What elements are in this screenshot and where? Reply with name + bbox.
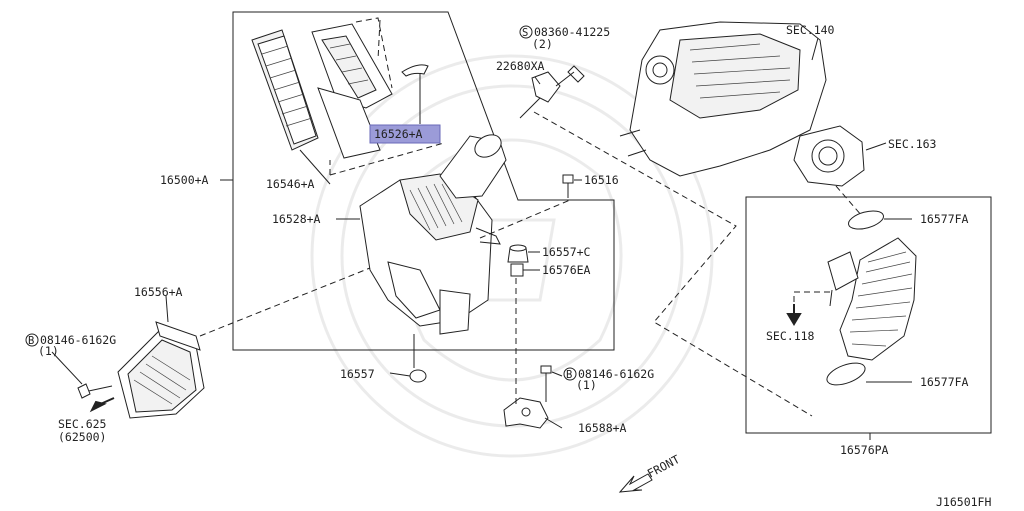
label-16588a: 16588+A — [578, 421, 627, 435]
label-16528a: 16528+A — [272, 212, 321, 226]
intake-tube — [439, 134, 507, 199]
dash-sec118 — [793, 291, 830, 314]
label-08146-right-qty: (1) — [576, 378, 597, 392]
b-symbol-right-icon — [563, 367, 577, 381]
front-arrow-icon — [618, 473, 653, 493]
sym-b-left: B — [28, 335, 34, 347]
b-symbol-left-icon — [25, 333, 39, 347]
label-16546a: 16546+A — [266, 177, 315, 191]
label-16500a: 16500+A — [160, 173, 209, 187]
label-08146-right: 08146-6162G — [578, 367, 654, 381]
label-16526a: 16526+A — [374, 127, 423, 141]
leader-lines — [51, 37, 912, 440]
callout-labels: S 08360-41225 (2) 22680XA SEC.140 SEC.16… — [25, 23, 991, 509]
label-16556a: 16556+A — [134, 285, 183, 299]
label-sec625: SEC.625 — [58, 417, 106, 431]
dash-duct-case — [199, 267, 371, 337]
bolt-16516 — [562, 174, 574, 198]
label-16516: 16516 — [584, 173, 619, 187]
sec118-arrow-icon — [786, 304, 802, 326]
duct-16576pa — [826, 210, 917, 386]
intake-manifold — [619, 21, 827, 177]
s-symbol-icon — [519, 25, 533, 39]
label-08146-left: 08146-6162G — [40, 333, 116, 347]
bracket-16588a — [503, 365, 552, 429]
collar-16576ea — [510, 263, 524, 277]
label-22680xa: 22680XA — [496, 59, 545, 73]
label-sec625-sub: (62500) — [58, 430, 106, 444]
label-16576ea: 16576EA — [542, 263, 591, 277]
label-16576pa: 16576PA — [840, 443, 889, 457]
label-08360: 08360-41225 — [534, 25, 610, 39]
highlight-16526a — [369, 124, 441, 144]
upper-cover — [311, 23, 393, 159]
air-cleaner-case — [359, 173, 501, 335]
sym-b-right: B — [566, 369, 572, 381]
diagram-code: J16501FH — [936, 495, 991, 509]
label-16577fa-bottom: 16577FA — [920, 375, 969, 389]
clip-part — [401, 64, 429, 77]
air-filter-element — [251, 29, 319, 151]
grommet-16557c — [507, 244, 529, 263]
sym-s: S — [522, 27, 528, 39]
label-front: FRONT — [645, 452, 682, 481]
dash-throttle-duct — [835, 185, 863, 217]
air-cleaner-group-outline — [232, 11, 615, 351]
label-08360-qty: (2) — [532, 37, 553, 51]
label-16557c: 16557+C — [542, 245, 591, 259]
duct-group-outline — [745, 196, 992, 434]
maf-sensor — [519, 65, 585, 119]
label-16557: 16557 — [340, 367, 375, 381]
grommet-16557 — [409, 334, 427, 383]
sec625-arrow-icon — [89, 397, 115, 413]
label-08146-left-qty: (1) — [38, 344, 59, 358]
label-16577fa-top: 16577FA — [920, 212, 969, 226]
label-sec118: SEC.118 — [766, 329, 815, 343]
label-sec163: SEC.163 — [888, 137, 937, 151]
throttle-body — [793, 125, 865, 187]
air-duct-16556a — [77, 321, 205, 419]
label-sec140: SEC.140 — [786, 23, 835, 37]
